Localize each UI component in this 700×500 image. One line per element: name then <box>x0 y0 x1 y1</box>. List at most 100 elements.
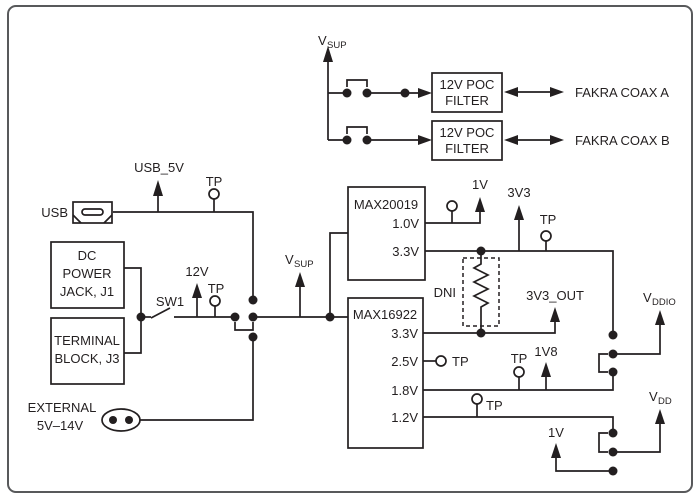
poc-a-arrow-icon <box>418 88 432 98</box>
vsup-select-jumper: V SUP <box>230 232 348 342</box>
poc-filter-a-line2: FILTER <box>445 93 489 108</box>
1v2-tp-circle <box>471 393 483 405</box>
12v-tp-label: TP <box>208 281 225 296</box>
max16922-out-1v8: 1.8V <box>391 383 418 398</box>
sw1-label: SW1 <box>156 294 184 309</box>
vsup-mid-label: V <box>285 252 294 267</box>
external-line1: EXTERNAL <box>28 400 97 415</box>
terminal-line2: BLOCK, J3 <box>54 351 119 366</box>
3v3-tp-label: TP <box>540 212 557 227</box>
jumper-pin-usb5v <box>248 295 258 305</box>
poc-filter-a-box <box>431 72 503 113</box>
external-line2: 5V–14V <box>37 418 84 433</box>
vddio-jumper-shunt-icon <box>598 353 608 373</box>
max16922-section: MAX16922 3.3V 2.5V 1.8V 1.2V 3V3_OUT TP … <box>347 288 614 449</box>
vddio-select-jumper: V DDIO <box>598 290 676 377</box>
max16922-out-2v5: 2.5V <box>391 354 418 369</box>
usb-tp-label: TP <box>206 174 223 189</box>
12v-rail-label: 12V <box>185 264 208 279</box>
max20019-title: MAX20019 <box>354 197 418 212</box>
max20019-out-1v0: 1.0V <box>392 216 419 231</box>
dc-input-section: DC POWER JACK, J1 TERMINAL BLOCK, J3 SW1… <box>50 241 235 385</box>
dni-resistor-icon <box>472 251 490 333</box>
external-supply-section: EXTERNAL 5V–14V <box>28 337 254 433</box>
fakra-a-label: FAKRA COAX A <box>575 85 669 100</box>
1v2-wire <box>423 416 614 433</box>
poc-b-jumper-pin <box>362 135 372 145</box>
max16922-out-1v2: 1.2V <box>391 410 418 425</box>
fakra-b-right-arrow-icon <box>550 135 564 145</box>
vsup-poc-section: V SUP 12V POC FILTER 12V POC FILTER FAKR… <box>318 33 670 161</box>
usb-wire <box>113 211 254 296</box>
external-wire <box>140 337 254 421</box>
3v3-out-arrow-icon <box>550 307 560 322</box>
vdd-1v-wire <box>555 458 613 472</box>
vddio-wire <box>613 325 661 355</box>
vddio-label: V <box>643 290 652 305</box>
vddio-arrow-icon <box>655 310 665 325</box>
vdd-select-jumper: V DD 1V <box>548 389 672 476</box>
poc-filter-b-line2: FILTER <box>445 141 489 156</box>
3v3-rail-wire <box>425 250 614 335</box>
poc-b-jumper-shunt-icon <box>346 126 368 134</box>
1v0-wire <box>425 212 481 224</box>
1v8-arrow-icon <box>541 362 551 377</box>
poc-filter-a-line1: 12V POC <box>440 77 495 92</box>
poc-a-jumper-pin <box>362 88 372 98</box>
vdd-1v-arrow-icon <box>551 443 561 458</box>
max16922-title: MAX16922 <box>353 307 417 322</box>
external-connector-icon <box>101 408 141 432</box>
fakra-b-left-arrow-icon <box>504 135 518 145</box>
max20019-out-3v3: 3.3V <box>392 244 419 259</box>
vddio-label-sub: DDIO <box>652 297 676 308</box>
dc-jack-line3: JACK, J1 <box>60 284 114 299</box>
vsup-top-label-sub: SUP <box>327 40 347 51</box>
fakra-b-label: FAKRA COAX B <box>575 133 670 148</box>
1v2-tp-label: TP <box>486 398 503 413</box>
jumper-pin-12v <box>230 312 240 322</box>
vdd-pin-1v2 <box>608 428 618 438</box>
terminal-line1: TERMINAL <box>54 333 120 348</box>
dc-jack-wire <box>124 267 142 317</box>
vdd-label: V <box>649 389 658 404</box>
usb-input-section: USB USB_5V TP <box>41 160 254 296</box>
usb5v-rail-label: USB_5V <box>134 160 184 175</box>
vddio-pin-3v3 <box>608 330 618 340</box>
1v8-tp-circle <box>513 366 525 378</box>
vsup-mid-arrow-icon <box>295 272 305 287</box>
3v3-arrow-icon <box>514 205 524 220</box>
vsup-riser-wire <box>329 232 348 317</box>
dni-resistor-section: DNI <box>434 246 500 338</box>
max16922-box <box>347 297 424 449</box>
vsup-top-label: V <box>318 33 327 48</box>
1v8-wire <box>423 372 614 391</box>
vdd-arrow-icon <box>655 409 665 424</box>
max20019-section: MAX20019 1.0V 3.3V 1V 3V3 TP <box>347 177 614 335</box>
3v3-out-wire <box>423 322 556 334</box>
sw1-switch-icon <box>150 307 171 319</box>
2v5-tp-label: TP <box>452 354 469 369</box>
vdd-jumper-shunt-icon <box>598 432 608 453</box>
usb-connector-icon <box>72 201 113 224</box>
poc-a-jumper-shunt-icon <box>346 79 368 87</box>
3v3-out-rail-label: 3V3_OUT <box>526 288 584 303</box>
poc-a-jumper-pin <box>342 88 352 98</box>
vsup-jumper-shunt-icon <box>234 322 254 331</box>
dc-jack-line1: DC <box>78 248 97 263</box>
poc-a-junction-dot <box>400 88 410 98</box>
1v8-tp-label: TP <box>511 351 528 366</box>
vdd-wire <box>613 424 661 453</box>
vsup-mid-label-sub: SUP <box>294 259 314 270</box>
3v3-tp-circle <box>540 230 552 242</box>
max16922-out-3v3: 3.3V <box>391 326 418 341</box>
dni-label: DNI <box>434 285 456 300</box>
terminal-wire <box>124 317 142 354</box>
dni-top-junction-dot <box>476 246 486 256</box>
terminal-block-box <box>50 317 125 385</box>
poc-b-arrow-icon <box>418 135 432 145</box>
2v5-tp-circle <box>435 355 447 367</box>
poc-filter-b-line1: 12V POC <box>440 125 495 140</box>
poc-b-jumper-pin <box>342 135 352 145</box>
